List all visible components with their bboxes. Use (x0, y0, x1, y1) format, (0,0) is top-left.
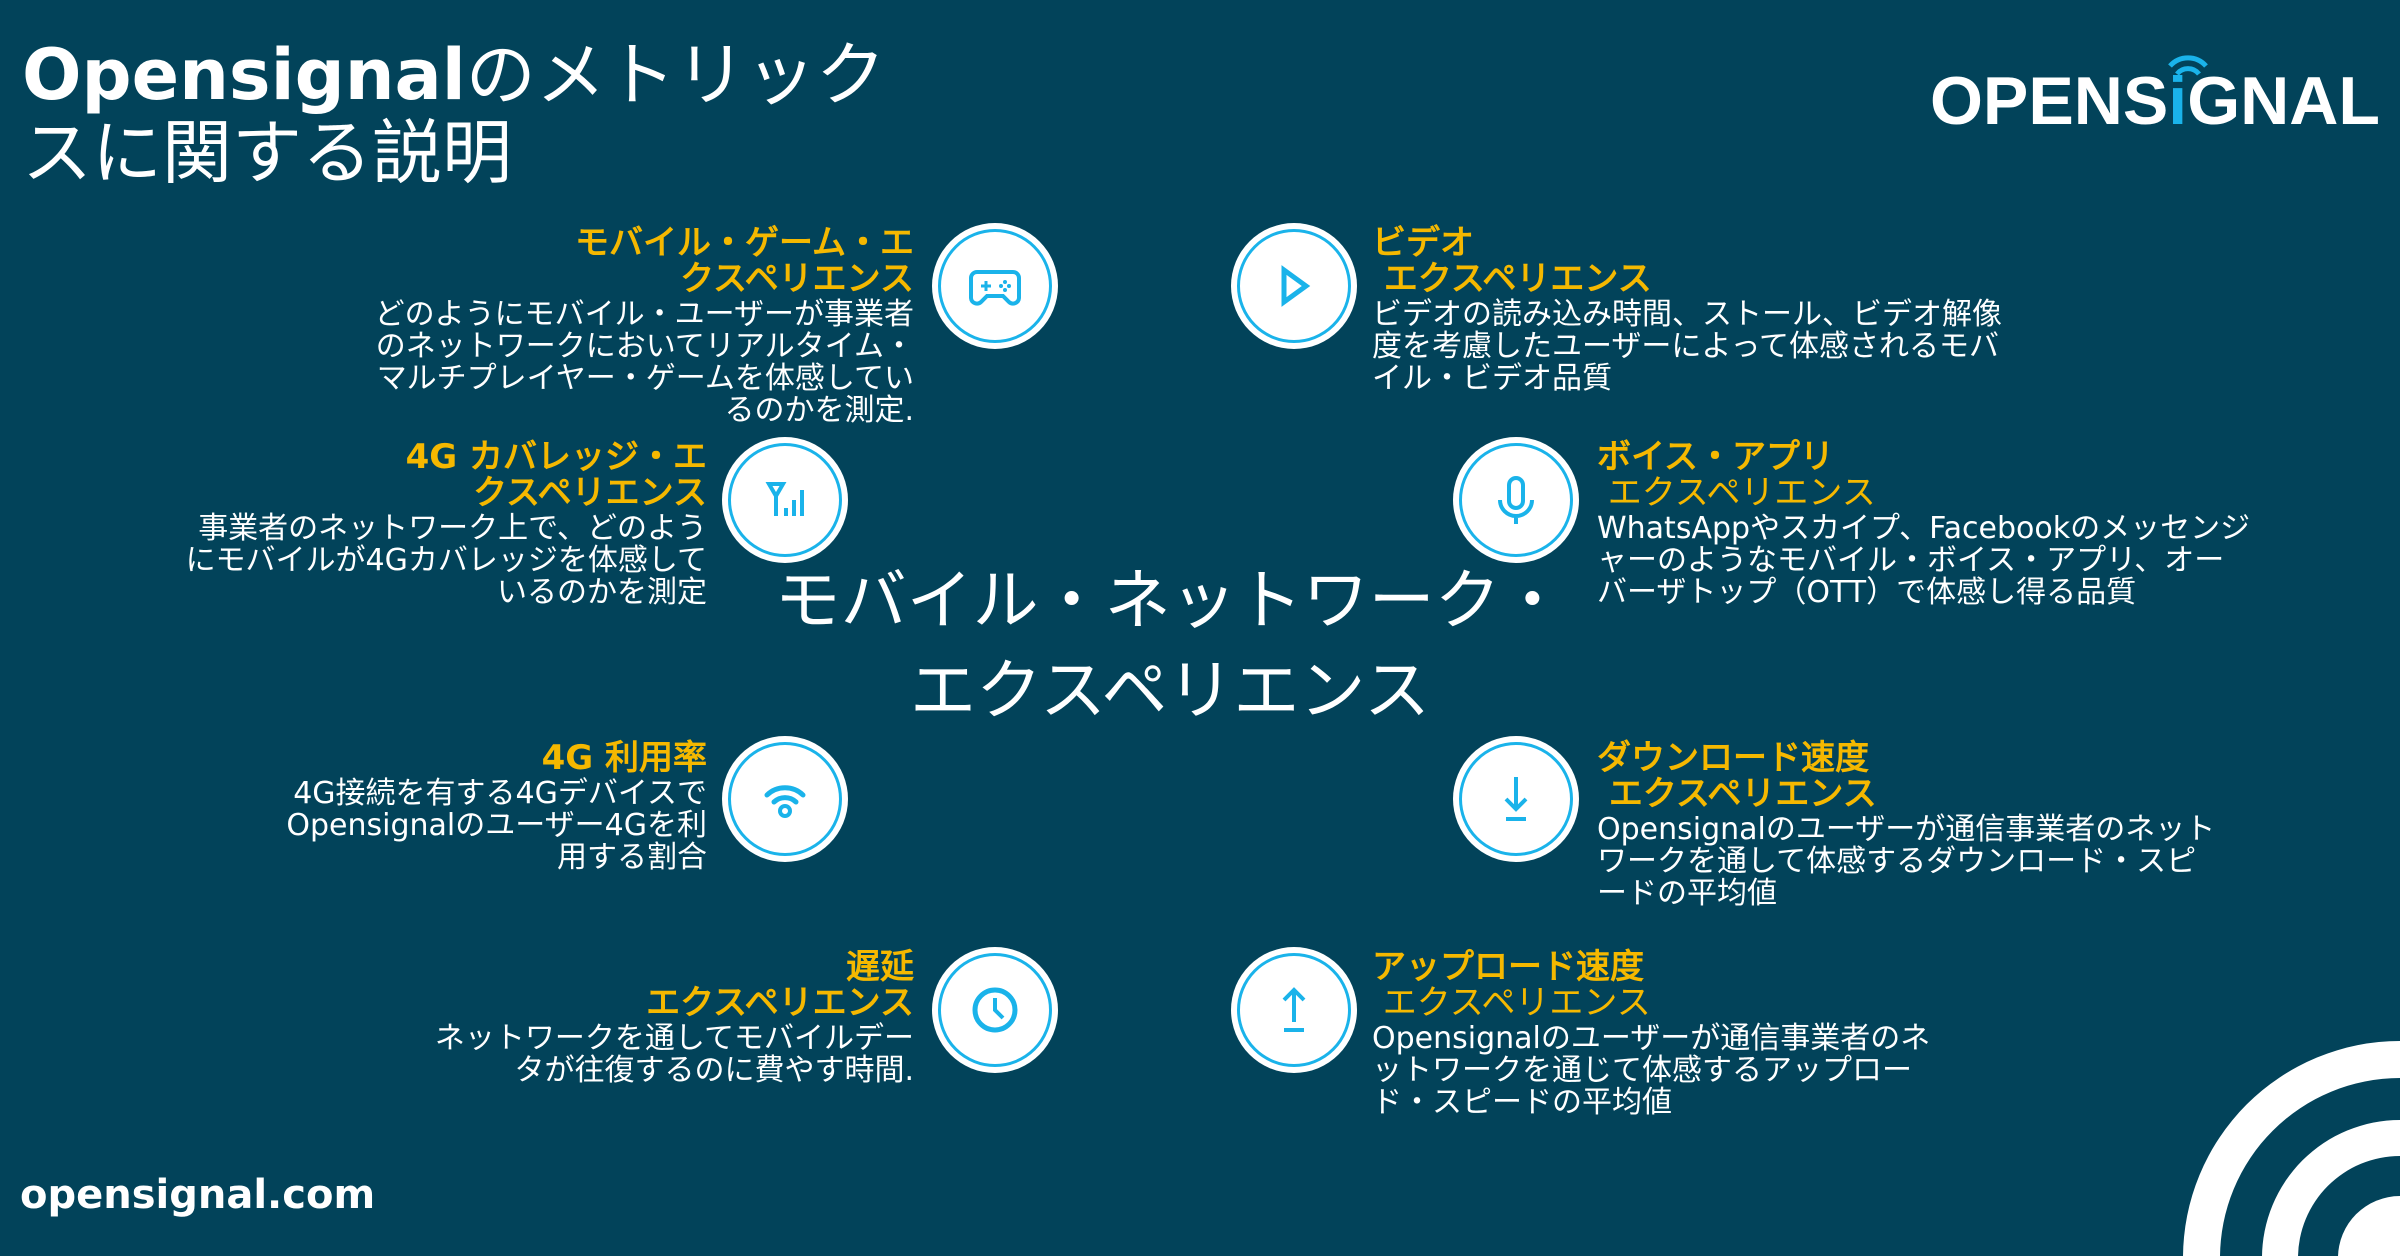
metric-title: 4G 利用率 (147, 740, 707, 776)
title-line: ダウンロード速度 (1597, 738, 1869, 778)
body-line: ットワークを通じて体感するアップロー (1372, 1053, 1912, 1088)
body-line: Opensignalのユーザーが通信事業者のネット (1597, 812, 2216, 847)
body-line: いるのかを測定 (497, 575, 707, 610)
title-line: アップロード速度 (1372, 947, 1644, 987)
play-icon-circle (1231, 223, 1357, 349)
title-line: エクスペリエンス (1597, 774, 1877, 814)
body-line: イル・ビデオ品質 (1372, 361, 1612, 396)
center-line1: モバイル・ネットワーク・ (774, 562, 1566, 639)
download-icon-circle (1453, 736, 1579, 862)
metric-description: どのようにモバイル・ユーザーが事業者のネットワークにおいてリアルタイム・マルチプ… (354, 299, 914, 427)
title-line: ビデオ (1372, 223, 1474, 263)
clock-icon (972, 987, 1018, 1033)
metric-title: アップロード速度 エクスペリエンス (1372, 949, 2072, 1021)
body-line: 用する割合 (557, 840, 707, 875)
metric-description: ネットワークを通してモバイルデータが往復するのに費やす時間. (354, 1023, 914, 1087)
body-line: 度を考慮したユーザーによって体感されるモバ (1372, 329, 1999, 364)
body-line: マルチプレイヤー・ゲームを体感してい (376, 361, 914, 396)
body-line: どのようにモバイル・ユーザーが事業者 (374, 297, 914, 332)
body-line: Opensignalのユーザーが通信事業者のネ (1372, 1021, 1931, 1056)
metric-title: ビデオ エクスペリエンス (1372, 225, 2072, 297)
title-line: エクスペリエンス (1372, 983, 1651, 1023)
metric-video: ビデオ エクスペリエンス ビデオの読み込み時間、ストール、ビデオ解像度を考慮した… (1372, 225, 2072, 395)
body-line: ド・スピードの平均値 (1372, 1085, 1672, 1120)
metric-description: Opensignalのユーザーが通信事業者のネットワークを通して体感するダウンロ… (1597, 814, 2357, 910)
upload-icon-circle (1231, 947, 1357, 1073)
body-line: 事業者のネットワーク上で、どのよう (198, 511, 707, 546)
body-line: にモバイルが4Gカバレッジを体感して (185, 543, 707, 578)
center-line2: エクスペリエンス (909, 652, 1431, 729)
upload-icon (1282, 987, 1306, 1032)
metric-title: 4G カバレッジ・エクスペリエンス (107, 439, 707, 511)
metric-upload-speed: アップロード速度 エクスペリエンス Opensignalのユーザーが通信事業者の… (1372, 949, 2072, 1119)
metric-title: ダウンロード速度 エクスペリエンス (1597, 740, 2357, 812)
opensignal-logo: OPENSiGNAL (1930, 55, 2380, 132)
play-icon (1281, 265, 1311, 307)
title-line: エクスペリエンス (646, 983, 914, 1023)
title-line: ボイス・アプリ (1597, 437, 1834, 477)
metric-description: Opensignalのユーザーが通信事業者のネットワークを通じて体感するアップロ… (1372, 1023, 2072, 1119)
metric-4g-coverage: 4G カバレッジ・エクスペリエンス 事業者のネットワーク上で、どのようにモバイル… (107, 439, 707, 609)
title-line: クスペリエンス (680, 259, 914, 299)
title-line: モバイル・ゲーム・エ (575, 223, 914, 263)
signal-bars-icon-circle (722, 437, 848, 563)
metric-title: モバイル・ゲーム・エクスペリエンス (354, 225, 914, 297)
title-line: クスペリエンス (473, 473, 707, 513)
title-line: 4G カバレッジ・エ (405, 437, 707, 477)
body-line: Opensignalのユーザー4Gを利 (286, 808, 707, 843)
metric-game: モバイル・ゲーム・エクスペリエンス どのようにモバイル・ユーザーが事業者のネット… (354, 225, 914, 427)
gamepad-icon-circle (932, 223, 1058, 349)
metric-download-speed: ダウンロード速度 エクスペリエンス Opensignalのユーザーが通信事業者の… (1597, 740, 2357, 910)
signal-arcs-decoration (2183, 1041, 2400, 1256)
title-line: エクスペリエンス (1372, 259, 1652, 299)
title-line2: スに関する説明 (22, 112, 512, 194)
title-line1-rest: のメトリック (465, 34, 886, 116)
gamepad-icon (969, 270, 1021, 306)
website-link[interactable]: opensignal.com (20, 1172, 376, 1218)
body-line: ワークを通して体感するダウンロード・スピ (1597, 844, 2197, 879)
metric-description: ビデオの読み込み時間、ストール、ビデオ解像度を考慮したユーザーによって体感される… (1372, 299, 2072, 395)
title-brand: Opensignal (22, 34, 466, 116)
body-line: のネットワークにおいてリアルタイム・ (375, 329, 914, 364)
metric-title: 遅延エクスペリエンス (354, 949, 914, 1021)
metric-latency: 遅延エクスペリエンス ネットワークを通してモバイルデータが往復するのに費やす時間… (354, 949, 914, 1087)
page-title: Opensignalのメトリック スに関する説明 (22, 36, 886, 192)
title-line: 4G 利用率 (541, 738, 707, 778)
body-line: ネットワークを通してモバイルデー (434, 1021, 914, 1056)
body-line: ビデオの読み込み時間、ストール、ビデオ解像 (1372, 297, 2002, 332)
title-line: 遅延 (846, 947, 914, 987)
metric-voice-app: ボイス・アプリ エクスペリエンス WhatsAppやスカイプ、Facebookの… (1597, 439, 2357, 609)
body-line: タが往復するのに費やす時間. (514, 1053, 914, 1088)
center-heading: モバイル・ネットワーク・ エクスペリエンス (700, 556, 1640, 736)
metric-description: 事業者のネットワーク上で、どのようにモバイルが4Gカバレッジを体感しているのかを… (107, 513, 707, 609)
microphone-icon-circle (1453, 437, 1579, 563)
wifi-icon-circle (722, 736, 848, 862)
body-line: 4G接続を有する4Gデバイスで (293, 776, 707, 811)
body-line: バーザトップ（OTT）で体感し得る品質 (1597, 575, 2137, 610)
microphone-icon (1498, 476, 1534, 524)
body-line: るのかを測定. (724, 393, 914, 428)
clock-icon-circle (932, 947, 1058, 1073)
download-icon (1504, 777, 1528, 821)
body-line: WhatsAppやスカイプ、Facebookのメッセンジ (1597, 511, 2251, 546)
metric-title: ボイス・アプリ エクスペリエンス (1597, 439, 2357, 511)
wifi-icon (764, 785, 806, 818)
signal-bars-icon (765, 482, 804, 516)
body-line: ードの平均値 (1597, 876, 1777, 911)
svg-text:OPENSiGNAL: OPENSiGNAL (1930, 63, 2380, 132)
metric-description: WhatsAppやスカイプ、Facebookのメッセンジャーのようなモバイル・ボ… (1597, 513, 2357, 609)
body-line: ャーのようなモバイル・ボイス・アプリ、オー (1597, 543, 2225, 578)
title-line: エクスペリエンス (1597, 473, 1876, 513)
